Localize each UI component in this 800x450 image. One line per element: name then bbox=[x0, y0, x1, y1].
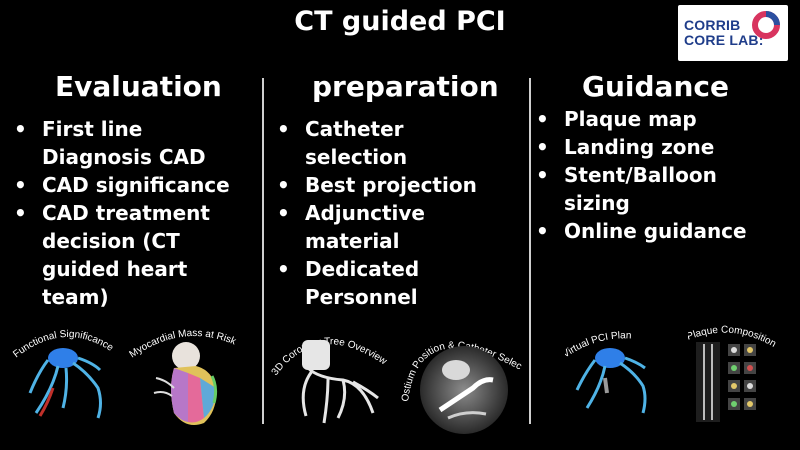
heading-preparation: preparation bbox=[312, 70, 499, 103]
evaluation-list: First line Diagnosis CAD CAD significanc… bbox=[12, 115, 257, 311]
list-item: Best projection bbox=[275, 171, 525, 199]
virtual-pci-plan-image: Virtual PCI Plan bbox=[565, 330, 647, 414]
list-item: Online guidance bbox=[534, 217, 794, 245]
list-item: Adjunctive material bbox=[275, 199, 455, 255]
list-item: Catheter selection bbox=[275, 115, 455, 171]
guidance-list: Plaque map Landing zone Stent/Balloon si… bbox=[534, 105, 794, 245]
preparation-list: Catheter selection Best projection Adjun… bbox=[275, 115, 525, 311]
heading-evaluation: Evaluation bbox=[55, 70, 222, 103]
list-item: First line Diagnosis CAD bbox=[12, 115, 257, 171]
list-item: Stent/Balloon sizing bbox=[534, 161, 744, 217]
heading-guidance: Guidance bbox=[582, 70, 729, 103]
myocardial-mass-image: Myocardial Mass at Risk bbox=[128, 328, 238, 426]
functional-significance-image: Functional Significance bbox=[11, 329, 115, 419]
plaque-composition-image: Plaque Composition bbox=[688, 325, 778, 422]
list-item: CAD treatment decision (CT guided heart … bbox=[12, 199, 232, 311]
column-divider-1 bbox=[262, 78, 264, 424]
logo-ring-icon bbox=[752, 11, 780, 39]
logo-line-1: CORRIB bbox=[684, 17, 741, 33]
ostium-position-image: Ostium Position & Catheter Selection bbox=[398, 318, 523, 434]
list-item: Plaque map bbox=[534, 105, 794, 133]
logo-text: CORRIB CORE LAB: bbox=[684, 18, 764, 48]
slide-title: CT guided PCI bbox=[294, 6, 506, 37]
corrib-core-lab-logo: CORRIB CORE LAB: bbox=[678, 5, 788, 61]
list-item: CAD significance bbox=[12, 171, 257, 199]
coronary-tree-image: 3D Coronary Tree Overview bbox=[270, 336, 389, 424]
logo-line-2: CORE LAB: bbox=[684, 32, 764, 48]
column-divider-2 bbox=[529, 78, 531, 424]
list-item: Dedicated Personnel bbox=[275, 255, 455, 311]
list-item: Landing zone bbox=[534, 133, 794, 161]
